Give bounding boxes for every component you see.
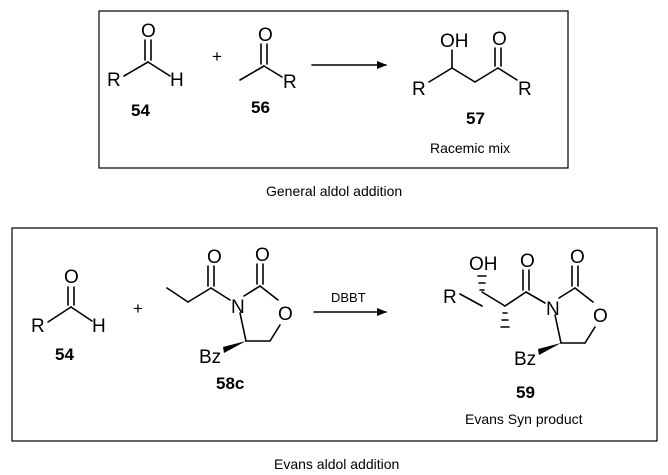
compound-number-56: 56 (251, 98, 270, 117)
product-r-right: R (518, 79, 532, 100)
product-hydroxyl: OH (440, 31, 469, 52)
evans-aldehyde-r-group: R (31, 316, 45, 337)
evans-aldehyde-hydrogen: H (92, 316, 106, 337)
compound-number-57: 57 (466, 109, 485, 128)
ketone-oxygen: O (258, 25, 273, 46)
acyl-oxygen: O (207, 247, 222, 268)
aldehyde-hydrogen: H (170, 70, 184, 91)
evans-compound-number-54: 54 (55, 345, 74, 364)
benzyl-group: Bz (199, 347, 221, 368)
evans-aldehyde-54: O R H 54 (31, 267, 106, 364)
general-aldol-frame (98, 10, 569, 169)
compound-number-59: 59 (516, 383, 535, 402)
general-ketone-56: O R 56 (239, 25, 297, 117)
general-product-57: OH O R R 57 Racemic mix (412, 29, 532, 156)
evans-syn-note: Evans Syn product (465, 411, 583, 427)
carbonyl-oxygen: O (255, 245, 270, 266)
product-r-group: R (443, 287, 457, 308)
product-nitrogen: N (546, 299, 560, 320)
racemic-note: Racemic mix (430, 140, 510, 156)
aldehyde-r-group: R (107, 70, 121, 91)
evans-aldol-frame (11, 227, 658, 442)
product-benzyl-group: Bz (514, 349, 536, 370)
evans-auxiliary-58c: O O N O Bz 58c (166, 245, 293, 393)
general-aldehyde-54: O R H 54 (107, 21, 184, 120)
evans-aldehyde-oxygen: O (64, 267, 79, 288)
hashed-bond-methyl (500, 312, 510, 328)
evans-caption: Evans aldol addition (274, 456, 399, 472)
ketone-r-group: R (283, 72, 297, 93)
product-oxygen: O (492, 29, 507, 50)
hashed-bond-oh (477, 275, 487, 291)
general-caption: General aldol addition (266, 183, 402, 199)
oxazolidinone-nitrogen: N (231, 297, 245, 318)
compound-number-58c: 58c (216, 374, 244, 393)
product-r-left: R (412, 79, 426, 100)
evans-product-59: OH O O R N O Bz 59 Evans Syn product (443, 247, 608, 427)
product-ring-oxygen: O (593, 306, 608, 327)
compound-number-54: 54 (131, 101, 150, 120)
product-hydroxyl-59: OH (469, 254, 498, 275)
product-acyl-oxygen: O (520, 251, 535, 272)
evans-plus-sign: + (133, 299, 143, 318)
ring-oxygen: O (278, 304, 293, 325)
plus-sign: + (212, 47, 222, 66)
reagent-label: DBBT (331, 290, 366, 305)
product-carbonyl-oxygen: O (570, 247, 585, 268)
aldehyde-oxygen: O (141, 21, 156, 42)
